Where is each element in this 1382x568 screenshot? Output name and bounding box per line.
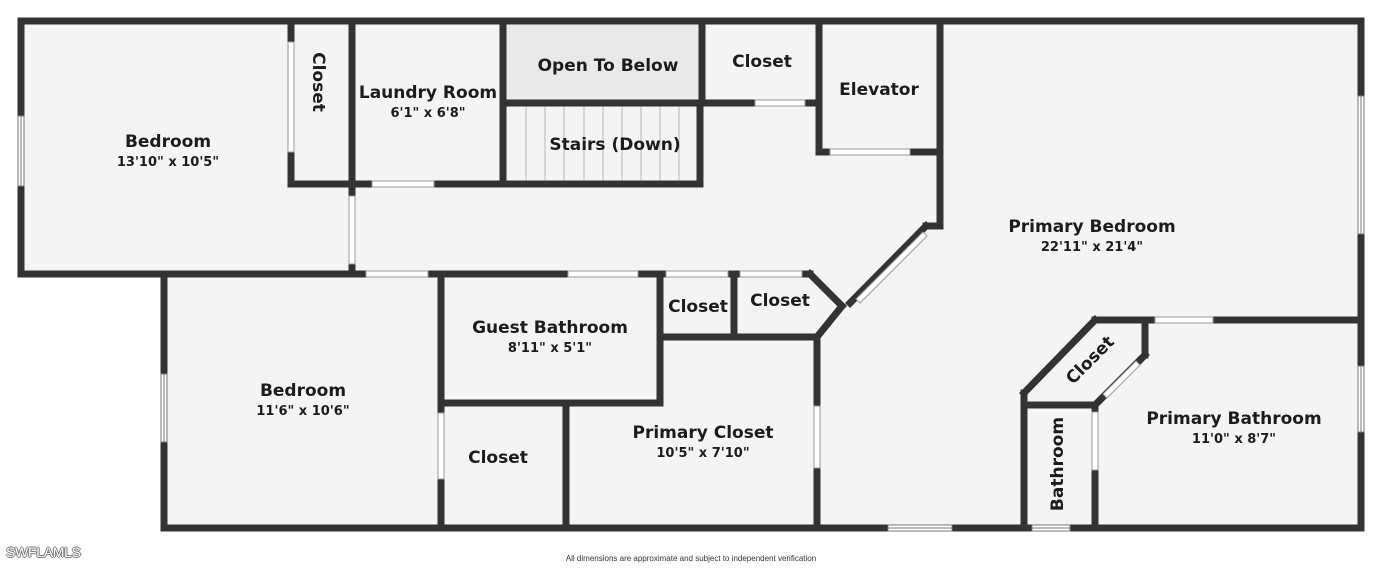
bedroom-2-name: Bedroom	[260, 381, 346, 401]
guest-bathroom-name: Guest Bathroom	[472, 318, 628, 338]
closet-3-name: Closet	[668, 297, 728, 317]
primary-closet-dims: 10'5" x 7'10"	[656, 446, 749, 461]
stairs-name: Stairs (Down)	[549, 135, 680, 155]
windows	[17, 95, 1365, 532]
laundry-room-dims: 6'1" x 6'8"	[390, 106, 465, 121]
bedroom-1-dims: 13'10" x 10'5"	[117, 155, 219, 170]
bedroom-1-name: Bedroom	[125, 132, 211, 152]
primary-bathroom-dims: 11'0" x 8'7"	[1192, 432, 1276, 447]
closet-1-name: Closet	[308, 52, 328, 112]
guest-bathroom-dims: 8'11" x 5'1"	[508, 341, 592, 356]
watermark-logo: SWFLAMLS	[6, 544, 81, 560]
disclaimer-note: All dimensions are approximate and subje…	[565, 554, 817, 563]
primary-bathroom-name: Primary Bathroom	[1146, 409, 1321, 429]
bedroom-2-dims: 11'6" x 10'6"	[256, 404, 349, 419]
stair-treads	[525, 106, 680, 182]
open-to-below-area	[506, 25, 699, 100]
closet-4-name: Closet	[750, 291, 810, 311]
elevator-name: Elevator	[839, 80, 919, 100]
doors	[287, 41, 1214, 480]
open-to-below-name: Open To Below	[538, 56, 679, 76]
primary-bedroom-name: Primary Bedroom	[1008, 217, 1175, 237]
closet-5-name: Closet	[468, 448, 528, 468]
bathroom-name: Bathroom	[1048, 417, 1068, 511]
primary-bedroom-dims: 22'11" x 21'4"	[1041, 240, 1143, 255]
closet-2-name: Closet	[732, 52, 792, 72]
primary-closet-name: Primary Closet	[633, 423, 774, 443]
laundry-room-name: Laundry Room	[359, 83, 497, 103]
